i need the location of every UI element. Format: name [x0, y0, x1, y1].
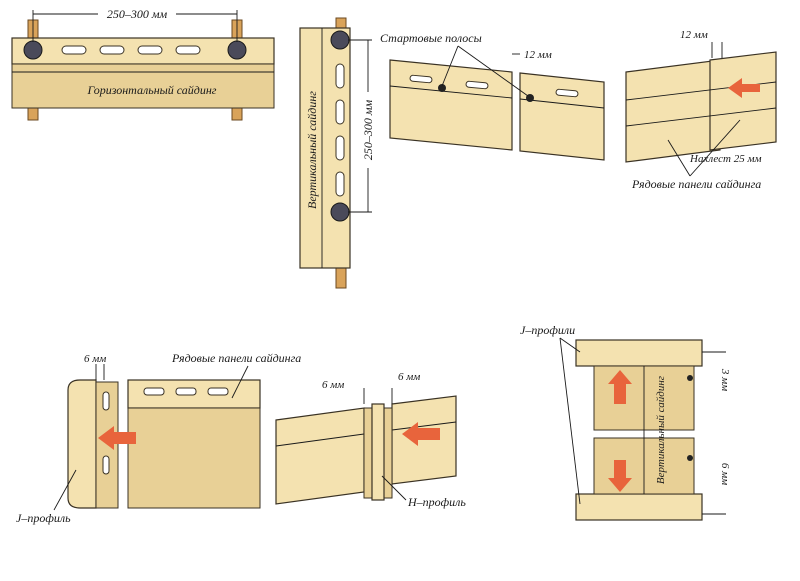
j-profile [67, 379, 97, 509]
nail-slot [137, 45, 163, 55]
row-panels-label: Рядовые панели сайдинга [631, 177, 761, 191]
j-profile-figure: 6 мм Рядовые панели сайдинга J–профиль [16, 351, 301, 525]
starter-strip-left [389, 59, 513, 151]
nail-slot [102, 455, 110, 475]
horizontal-siding-figure: 250–300 мм Горизонтальный сайдинг [11, 7, 275, 121]
nail-slot [335, 171, 345, 197]
starter-strips-figure: Стартовые полосы 12 мм [380, 31, 605, 161]
direction-arrow-icon [98, 426, 136, 450]
panel-edge-line [389, 85, 513, 99]
overlap-dimension: Нахлест 25 мм [689, 153, 762, 165]
nail-slot [99, 45, 125, 55]
panel-edge-line [625, 107, 777, 127]
starter-gap-dimension: 12 мм [524, 49, 552, 61]
nail-slot [335, 63, 345, 89]
row-panel-left [275, 407, 365, 505]
leader-line [457, 45, 529, 97]
nail-slot [207, 387, 229, 396]
vertical-siding-caption: Вертикальный сайдинг [305, 91, 319, 209]
row-panels-label: Рядовые панели сайдинга [171, 351, 301, 365]
nail-slot [102, 391, 110, 411]
nail-slot [335, 135, 345, 161]
nail-slot [409, 74, 433, 84]
leader-line [689, 119, 741, 177]
row-panel-left [625, 59, 721, 163]
nail-head-icon [330, 202, 350, 222]
nail-slot [555, 88, 579, 98]
spacing-dimension: 250–300 мм [107, 7, 168, 21]
h-gap-dimension-right: 6 мм [398, 371, 420, 383]
nail-slot [175, 387, 197, 396]
starter-strip-right [519, 72, 605, 161]
row-panel-body [127, 407, 261, 509]
row-gap-dimension: 12 мм [680, 29, 708, 41]
horizontal-panel-body [11, 63, 275, 109]
leader-line [381, 475, 407, 501]
nail-head-icon [23, 40, 43, 60]
nail-head-icon [687, 375, 693, 381]
nail-slot [61, 45, 87, 55]
vertical-j-profiles-figure: Вертикальный сайдинг J–профили 3 мм 6 мм [520, 323, 731, 521]
nail-head-icon [330, 30, 350, 50]
h-gap-dimension-left: 6 мм [322, 379, 344, 391]
h-profile-label: H–профиль [407, 495, 466, 509]
row-panel-right [709, 51, 777, 151]
direction-arrow-icon [728, 78, 760, 98]
leader-line [559, 337, 581, 505]
panel-edge-line [391, 421, 457, 431]
direction-arrow-icon [402, 422, 440, 446]
horizontal-siding-caption: Горизонтальный сайдинг [87, 83, 217, 97]
j-profile-top [575, 339, 703, 367]
h-profile-figure: 6 мм 6 мм H–профиль [275, 371, 466, 509]
nail-head-icon [227, 40, 247, 60]
nail-head-icon [687, 455, 693, 461]
j-gap-dimension: 6 мм [84, 353, 106, 365]
leader-line [53, 469, 77, 511]
j-profile-label: J–профиль [16, 511, 71, 525]
nail-slot [335, 99, 345, 125]
panel-edge-line [275, 433, 365, 447]
vertical-siding-figure: 250–300 мм Вертикальный сайдинг [299, 17, 375, 289]
nail-head-icon [438, 84, 446, 92]
leader-line [559, 337, 581, 353]
nail-slot [143, 387, 165, 396]
bottom-gap-dimension: 6 мм [719, 463, 731, 485]
leader-line [667, 139, 691, 177]
starter-strips-label: Стартовые полосы [380, 31, 482, 45]
leader-line [231, 365, 249, 399]
nail-slot [175, 45, 201, 55]
down-arrow-icon [608, 460, 632, 492]
up-arrow-icon [608, 370, 632, 404]
nail-slot [465, 80, 489, 90]
leader-line [441, 45, 459, 87]
h-profile-core [371, 403, 385, 501]
row-panels-overlap-figure: 12 мм Нахлест 25 мм Рядовые панели сайди… [625, 29, 777, 191]
j-profiles-label: J–профили [520, 323, 575, 337]
j-profile-bottom [575, 493, 703, 521]
panel-edge-line [519, 98, 605, 109]
j-profile-flange [95, 381, 119, 509]
top-gap-dimension: 3 мм [719, 368, 731, 391]
vertical-siding-caption: Вертикальный сайдинг [655, 375, 667, 484]
vertical-spacing-dimension: 250–300 мм [361, 100, 375, 161]
